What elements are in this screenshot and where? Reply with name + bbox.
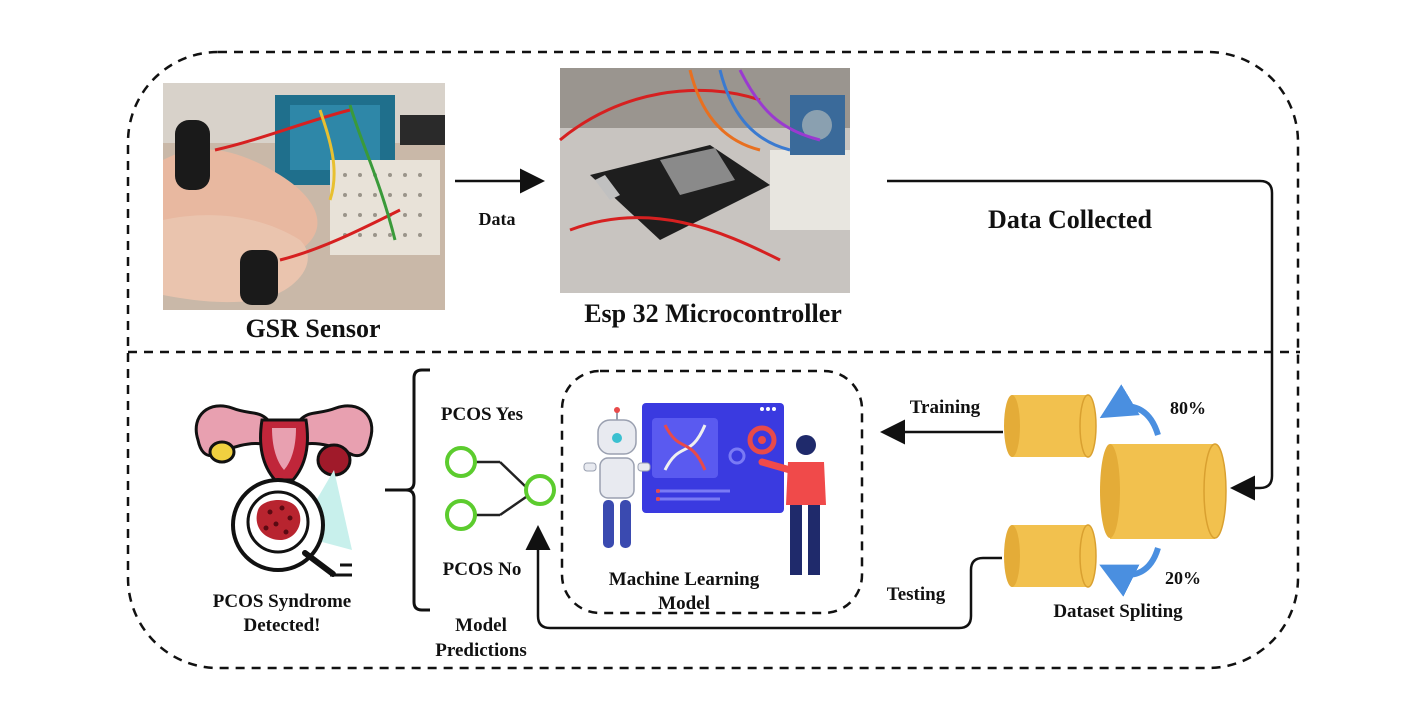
ml-model-box [560,369,864,615]
testing-cylinder [1004,524,1097,588]
prediction-output-node-icon [524,474,556,506]
outer-dashed-frame [126,50,1300,670]
pcos-yes-label: PCOS Yes [441,404,523,425]
ml-model-label-line1: Machine Learning [609,569,760,590]
train-percent: 80% [1170,398,1206,418]
test-split-arrow-icon [1099,547,1161,597]
pcos-yes-node-icon [445,446,477,478]
pcos-no-label: PCOS No [443,559,522,580]
gsr-sensor-label: GSR Sensor [245,314,380,343]
gsr-sensor-photo [163,83,445,310]
train-split-arrow-icon [1099,384,1161,436]
pcos-no-node-icon [445,499,477,531]
training-cylinder [1004,394,1097,458]
esp32-photo [559,68,850,293]
ml-model-label-line2: Model [658,593,710,614]
dataset-split-label: Dataset Spliting [1053,601,1183,622]
model-predictions-label-line2: Predictions [435,640,526,661]
pcos-detected-label-line2: Detected! [243,615,320,636]
model-predictions-label-line1: Model [455,615,507,636]
pcos-detected-label-line1: PCOS Syndrome [213,591,351,612]
uterus-ovary-icon [194,404,374,577]
testing-connector [525,525,1002,630]
test-percent: 20% [1165,568,1201,588]
ml-illustration [583,403,826,575]
data-collected-label: Data Collected [988,205,1152,234]
data-arrow-label: Data [479,209,516,229]
training-label: Training [910,397,981,418]
prediction-nodes [445,446,556,531]
data-collected-connector [887,179,1274,501]
main-dataset-cylinder [1100,443,1227,539]
prediction-bracket [385,368,430,612]
testing-label: Testing [887,584,946,605]
esp32-label: Esp 32 Microcontroller [584,299,842,328]
